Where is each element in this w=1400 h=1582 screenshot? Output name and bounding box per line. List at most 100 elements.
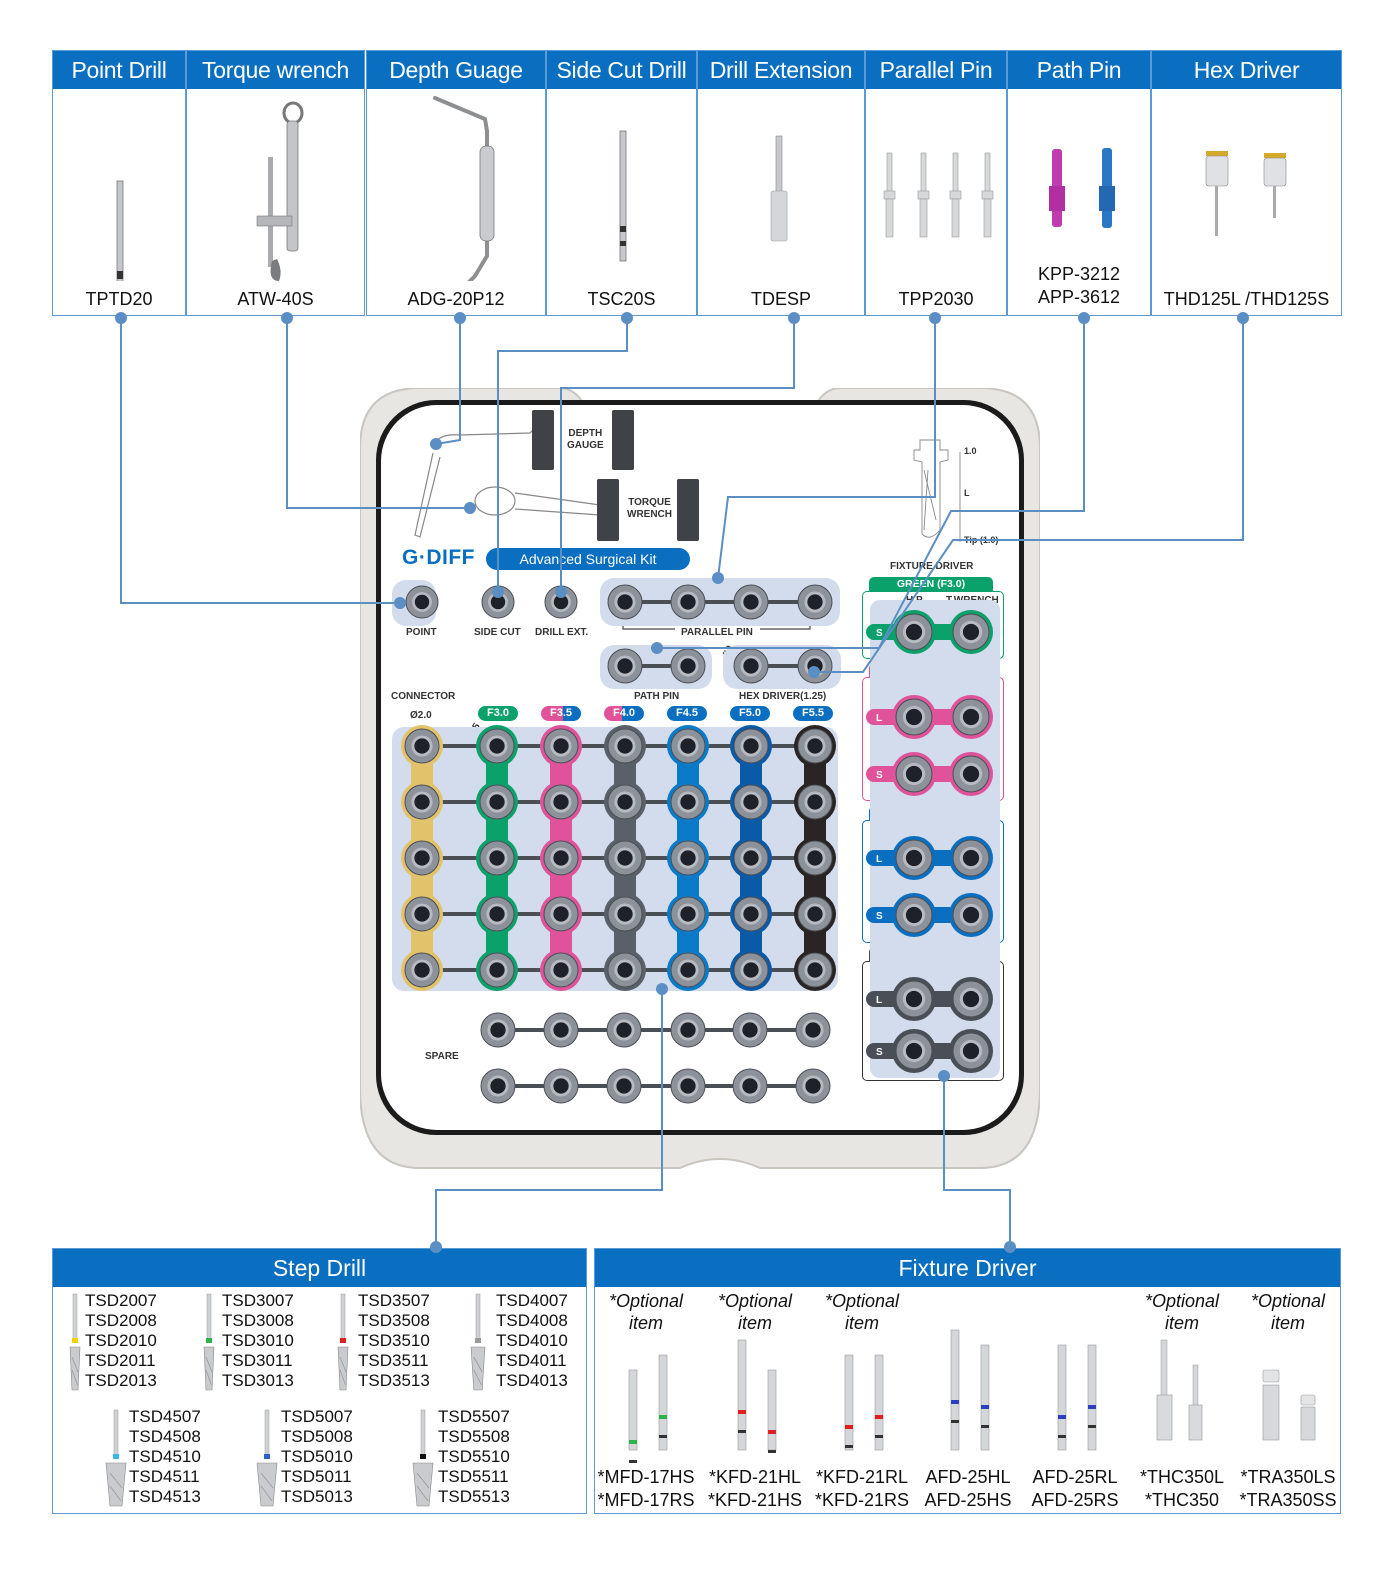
item-box-parallel-pin: Parallel Pin TPP2030	[865, 50, 1007, 316]
optional-text: item	[1164, 1313, 1199, 1333]
step-drill-title: Step Drill	[53, 1249, 586, 1287]
optional-text: item	[737, 1313, 772, 1333]
connector-label: CONNECTOR	[391, 691, 456, 702]
item-title: Torque wrench	[187, 51, 364, 89]
fixture-driver-image	[1040, 1310, 1110, 1470]
item-box-torque-wrench: Torque wrench ATW-40S	[186, 50, 365, 316]
parallel-pin-bracket	[622, 622, 811, 630]
callout-dot	[492, 586, 504, 598]
fixture-driver-image	[933, 1310, 1003, 1470]
side-cut-drill-image	[547, 91, 696, 281]
fixture-driver-box: Fixture Driver	[594, 1248, 1341, 1514]
step-drill-box: Step Drill	[52, 1248, 587, 1514]
step-drill-code: TSD5008	[281, 1427, 353, 1446]
label-line: DEPTH	[568, 428, 603, 439]
step-drill-image	[330, 1292, 356, 1397]
callout-dot	[281, 312, 293, 324]
hp-label: H.P	[906, 964, 923, 975]
optional-text: *Optional	[608, 1291, 684, 1311]
step-drill-code: TSD4013	[496, 1371, 568, 1390]
fixture-driver-code: *MFD-17HS	[597, 1467, 695, 1487]
step-drill-code: TSD2011	[85, 1351, 156, 1370]
step-drill-code: TSD4010	[496, 1331, 568, 1350]
fixture-driver-codes: *TRA350LS*TRA350SS	[1233, 1466, 1343, 1512]
step-drill-code: TSD5011	[281, 1467, 352, 1486]
callout-dot	[929, 312, 941, 324]
step-drill-code: TSD5513	[438, 1487, 510, 1506]
callout-dot	[621, 312, 633, 324]
callout-dot	[808, 666, 820, 678]
optional-text: item	[844, 1313, 879, 1333]
tw-label: T.WRENCH	[946, 823, 999, 834]
hp-label: H.P	[906, 595, 923, 606]
fixture-driver-code: *THC350L	[1139, 1467, 1225, 1487]
step-drill-code: TSD5010	[281, 1447, 353, 1466]
item-code-line: KPP-3212	[1037, 264, 1121, 284]
step-drill-code: TSD3511	[358, 1351, 429, 1370]
callout-dot	[656, 983, 668, 995]
item-box-depth-gauge: Depth Guage ADG-20P12	[366, 50, 546, 316]
item-box-path-pin: Path Pin KPP-3212 APP-3612	[1007, 50, 1151, 316]
item-code: ADG-20P12	[407, 289, 505, 309]
drill-column-badge-f35: F3.5	[541, 706, 581, 721]
step-drill-code: TSD5013	[281, 1487, 353, 1506]
callout-dot	[115, 312, 127, 324]
fixture-driver-codes: *THC350L*THC350	[1127, 1466, 1237, 1512]
hex-driver-image	[1152, 91, 1341, 281]
fixture-driver-code: *KFD-21HL	[708, 1467, 802, 1487]
fixture-group-pink	[862, 677, 1004, 801]
callout-dot	[1237, 312, 1249, 324]
optional-text: *Optional	[1250, 1291, 1326, 1311]
step-drill-code: TSD4008	[496, 1311, 568, 1330]
step-drill-code: TSD4511	[129, 1467, 200, 1486]
step-drill-code: TSD2010	[85, 1331, 157, 1350]
fixture-group-mount	[862, 961, 1004, 1081]
step-drill-code: TSD3013	[222, 1371, 294, 1390]
drill-dim-tip: Tip (1.0)	[964, 535, 999, 545]
torque-wrench-image	[187, 91, 364, 281]
step-drill-code: TSD2008	[85, 1311, 157, 1330]
step-drill-code: TSD4508	[129, 1427, 201, 1446]
optional-text: item	[628, 1313, 663, 1333]
callout-dot	[1078, 312, 1090, 324]
hex-driver-long-label: (L)	[720, 643, 735, 659]
item-title: Path Pin	[1008, 51, 1150, 89]
tw-label: T.WRENCH	[946, 681, 999, 692]
callout-dot	[430, 1241, 442, 1253]
step-drill-code: TSD4513	[129, 1487, 201, 1506]
optional-text: *Optional	[824, 1291, 900, 1311]
fixture-group-title: MOUNT	[869, 947, 993, 962]
depth-gauge-image	[367, 91, 545, 291]
fixture-driver-image	[720, 1310, 790, 1470]
hp-label: H.P	[906, 681, 923, 692]
instrument-holders	[414, 410, 699, 541]
depth-label: 12.5	[462, 721, 483, 744]
slot-label-point: POINT	[406, 627, 437, 638]
fixture-driver-image	[827, 1310, 897, 1470]
fixture-driver-code: AFD-25RL	[1032, 1467, 1118, 1487]
step-drill-code: TSD3513	[358, 1371, 430, 1390]
item-code: THD125L /THD125S	[1163, 289, 1330, 309]
depth-label: 7.0	[464, 945, 482, 964]
item-code: TSC20S	[587, 289, 656, 309]
step-drill-code: TSD5510	[438, 1447, 510, 1466]
slot-label-path-pin: PATH PIN	[634, 691, 680, 702]
drill-column-badge-f45: F4.5	[667, 706, 707, 721]
tw-label: T.WRENCH	[946, 595, 999, 606]
path-pin-image	[1008, 91, 1150, 281]
label-line: TORQUE	[628, 497, 671, 508]
step-drill-code: TSD2007	[85, 1291, 157, 1310]
torque-wrench-slot-label: TORQUE WRENCH	[627, 497, 672, 521]
optional-text: *Optional	[717, 1291, 793, 1311]
drill-extension-image	[698, 91, 864, 281]
fixture-driver-image	[1253, 1310, 1323, 1470]
item-code: KPP-3212 APP-3612	[1008, 263, 1150, 309]
